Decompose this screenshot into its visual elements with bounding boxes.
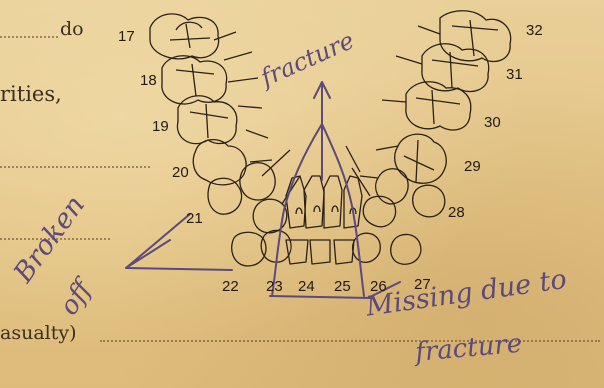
tooth-molar: [170, 22, 210, 48]
tooth-incisor: [304, 176, 324, 228]
tooth-lower: [310, 240, 330, 264]
tooth-premolar: [395, 134, 447, 183]
tooth-molar: [422, 44, 489, 92]
tooth-molar: [406, 82, 471, 130]
tooth-number: 28: [448, 204, 465, 221]
tooth-number: 30: [484, 114, 501, 131]
broken-off-pointer: [126, 214, 232, 270]
tooth-number: 19: [152, 118, 169, 135]
tooth-molar: [416, 90, 460, 124]
tooth-incisor: [286, 176, 306, 228]
tooth-number: 22: [222, 278, 239, 295]
tooth-molar: [176, 64, 214, 96]
tooth-canine: [363, 196, 395, 227]
tooth-number: 31: [506, 66, 523, 83]
tooth-number: 21: [186, 210, 203, 227]
tooth-number: 32: [526, 22, 543, 39]
tooth-number: 17: [118, 28, 135, 45]
tooth-premolar: [376, 169, 408, 204]
tooth-number: 18: [140, 72, 157, 89]
tooth-number: 23: [266, 278, 283, 295]
tooth-number: 25: [334, 278, 351, 295]
tooth-premolar: [413, 185, 445, 217]
tooth-lower: [334, 240, 354, 264]
tooth-premolar: [404, 140, 434, 182]
tooth-number: 24: [298, 278, 315, 295]
tooth-molar: [150, 14, 219, 59]
tooth-number: 20: [172, 164, 189, 181]
tooth-molar: [190, 104, 228, 138]
tooth-lower: [286, 240, 308, 264]
tooth-molar: [452, 20, 498, 56]
tooth-incisor: [324, 176, 342, 228]
tooth-number: 29: [464, 158, 481, 175]
tooth-lower: [391, 234, 421, 264]
